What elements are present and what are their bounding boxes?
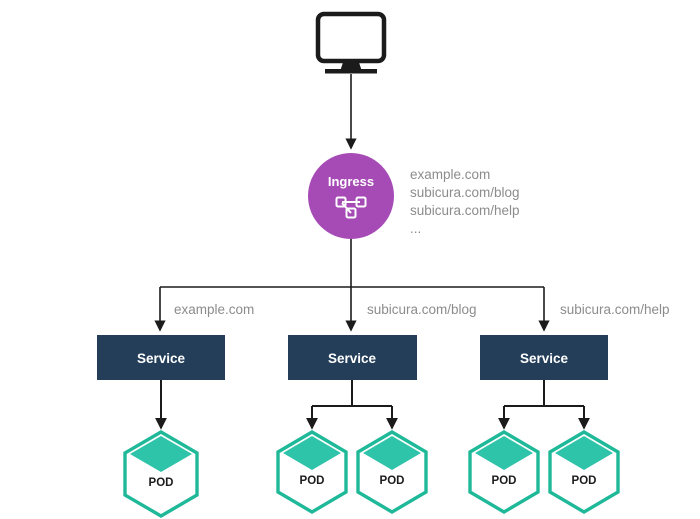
ingress-fanout-connectors <box>154 239 550 332</box>
pod-label-2-1: POD <box>572 475 597 487</box>
pod-cube-top-1-1 <box>363 436 421 470</box>
ingress-host-1: subicura.com/blog <box>410 185 520 200</box>
route-label-0: example.com <box>174 302 254 317</box>
pod-node-2-0[interactable]: POD <box>468 430 540 514</box>
ingress-host-3: ... <box>410 221 421 236</box>
service-label-1: Service <box>328 351 377 366</box>
ingress-circle <box>308 153 394 239</box>
ingress-host-0: example.com <box>410 167 490 182</box>
pod-label-2-0: POD <box>492 475 517 487</box>
pod-label-1-0: POD <box>300 475 325 487</box>
pod-node-0-0[interactable]: POD <box>123 430 199 518</box>
pod-label-0-0: POD <box>149 477 174 489</box>
service-box-2 <box>480 335 608 380</box>
pod-cube-top-1-0 <box>283 436 341 470</box>
service-box-0 <box>97 335 225 380</box>
service-node-0[interactable]: Service <box>97 335 225 380</box>
route-label-1: subicura.com/blog <box>367 302 477 317</box>
edges-service-1-to-pods <box>306 380 398 430</box>
pod-node-1-0[interactable]: POD <box>276 430 348 514</box>
edges-service-2-to-pods <box>498 380 590 430</box>
pod-cube-top-0-0 <box>130 436 192 472</box>
pod-label-1-1: POD <box>380 475 405 487</box>
ingress-label: Ingress <box>328 174 374 189</box>
service-box-1 <box>288 335 417 380</box>
service-label-0: Service <box>137 351 186 366</box>
pod-cube-top-2-1 <box>555 436 613 470</box>
ingress-host-2: subicura.com/help <box>410 203 520 218</box>
service-node-1[interactable]: Service <box>288 335 417 380</box>
route-label-2: subicura.com/help <box>560 302 670 317</box>
ingress-host-list: example.com subicura.com/blog subicura.c… <box>410 167 520 236</box>
network-topology-icon <box>335 196 367 219</box>
service-label-2: Service <box>520 351 569 366</box>
service-node-2[interactable]: Service <box>480 335 608 380</box>
monitor-icon <box>315 11 387 74</box>
pod-node-2-1[interactable]: POD <box>548 430 620 514</box>
pod-cube-top-2-0 <box>475 436 533 470</box>
pod-node-1-1[interactable]: POD <box>356 430 428 514</box>
ingress-node[interactable]: Ingress <box>308 153 394 239</box>
